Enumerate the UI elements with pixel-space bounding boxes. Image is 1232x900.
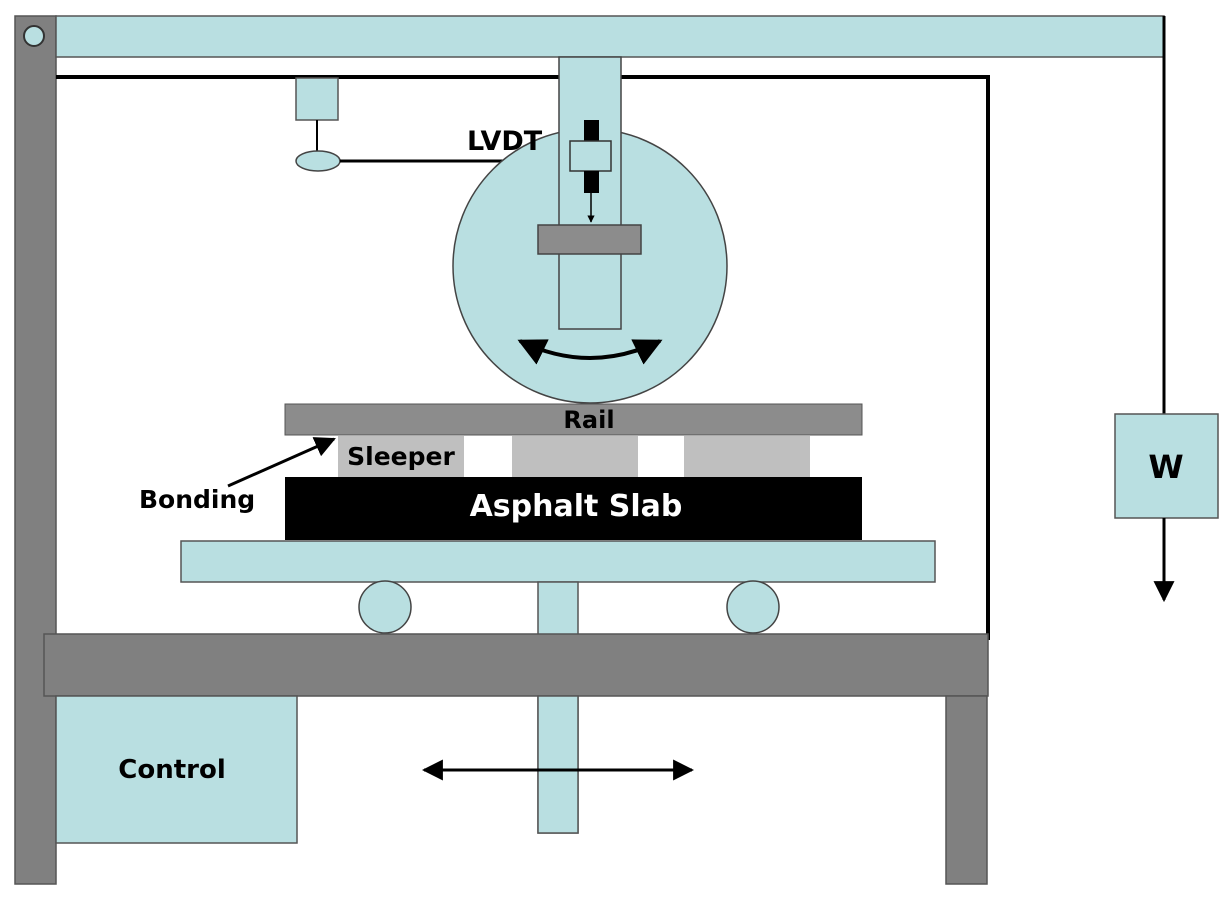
roller-left: [358, 580, 412, 634]
swing-arrow: [517, 339, 663, 365]
weight-label: W: [1148, 448, 1183, 486]
sleeper-2: [512, 436, 638, 477]
top-beam: [55, 15, 1165, 58]
roller-right: [726, 580, 780, 634]
rail: [284, 403, 863, 436]
pivot-pin: [23, 25, 45, 47]
load-plate: [537, 224, 642, 255]
sensor-disc: [295, 150, 341, 172]
carriage-table: [180, 540, 936, 583]
control-label: Control: [118, 755, 225, 785]
lvdt-core-bottom: [584, 171, 599, 193]
right-leg: [945, 695, 988, 885]
lvdt-label: LVDT: [467, 126, 543, 157]
bonding-arrow: [227, 437, 336, 488]
sleeper-label: Sleeper: [347, 442, 455, 471]
bonding-label: Bonding: [139, 485, 255, 514]
sleeper-3: [684, 436, 810, 477]
left-frame-post: [14, 15, 57, 885]
base-beam: [43, 633, 989, 697]
lvdt-body: [569, 140, 612, 172]
asphalt-slab: [285, 477, 862, 540]
lvdt-core-top: [584, 120, 599, 142]
asphalt-slab-label: Asphalt Slab: [470, 489, 683, 524]
sensor-mount: [295, 77, 339, 121]
weight-box: [1114, 413, 1219, 519]
control-box: [55, 695, 298, 844]
enclosure-outline: [56, 75, 990, 640]
sleeper-1: [338, 436, 464, 477]
drive-shaft-lower: [537, 695, 579, 834]
rail-label: Rail: [563, 406, 614, 434]
